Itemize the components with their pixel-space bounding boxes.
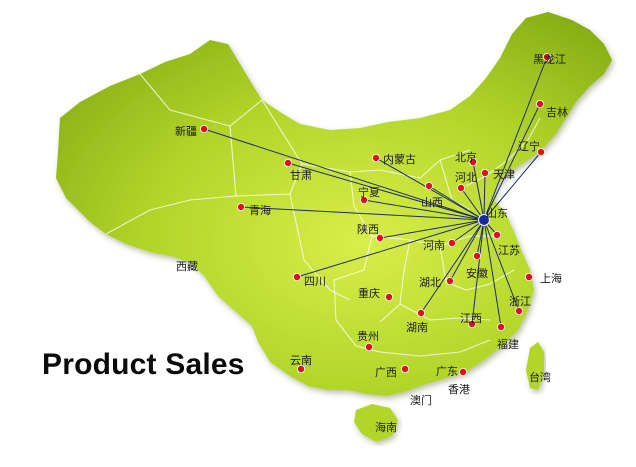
province-label: 安徽 [466,266,488,280]
city-marker[interactable] [400,364,409,373]
province-label: 澳门 [410,393,432,407]
province-label: 湖南 [406,321,428,334]
city-marker[interactable] [536,100,545,109]
province-label: 香港 [448,383,470,396]
city-marker[interactable] [424,181,433,190]
route-line [471,219,485,325]
hub-marker [478,214,490,226]
province-label: 吉林 [546,105,568,119]
taiwan-shape [526,342,544,390]
city-marker[interactable] [445,276,454,285]
province-label: 四川 [304,275,326,288]
city-marker[interactable] [364,342,373,351]
province-label: 辽宁 [518,139,540,153]
province-label: 新疆 [175,124,197,138]
city-marker[interactable] [480,168,489,177]
hub-label: 山东 [486,207,508,220]
province-label: 上海 [540,271,562,285]
sales-routes [203,56,548,328]
route-line [483,151,542,221]
route-line [460,187,485,221]
city-marker[interactable] [458,367,467,376]
route-line [483,219,502,328]
province-label: 湖北 [419,276,441,289]
province-label: 陕西 [357,222,379,236]
city-marker[interactable] [496,322,505,331]
province-label: 内蒙古 [383,152,416,166]
route-line [379,219,485,239]
city-marker[interactable] [467,319,476,328]
route-line [483,103,541,221]
city-marker[interactable] [236,202,245,211]
city-marker[interactable] [447,238,456,247]
route-line [203,128,485,221]
province-label: 浙江 [509,295,531,308]
province-label: 宁夏 [358,185,380,199]
province-label: 重庆 [358,286,380,300]
province-label: 江西 [460,312,482,325]
city-marker[interactable] [375,233,384,242]
city-marker[interactable] [456,183,465,192]
city-marker[interactable] [537,147,546,156]
city-marker[interactable] [292,272,301,281]
route-line [420,219,485,314]
province-label: 甘肃 [290,169,312,182]
province-label: 广东 [436,365,458,378]
province-label: 天津 [493,168,515,181]
province-borders [105,73,541,357]
route-line [451,219,485,244]
city-marker[interactable] [543,53,552,62]
city-marker[interactable] [371,153,380,162]
province-label: 山西 [421,196,443,209]
city-marker[interactable] [416,308,425,317]
route-line [483,56,548,221]
province-label: 青海 [249,203,271,217]
city-marker[interactable] [296,364,305,373]
hainan-shape [354,404,398,442]
city-marker[interactable] [515,306,524,315]
province-label: 江苏 [498,244,520,257]
province-label: 贵州 [357,330,379,343]
province-label: 云南 [290,354,312,367]
province-label: 北京 [455,150,477,164]
city-markers [199,53,552,376]
city-marker[interactable] [384,292,393,301]
route-line [483,172,486,221]
route-line [287,162,485,221]
city-marker[interactable] [468,157,477,166]
province-label: 台湾 [529,370,551,384]
province-label: 广西 [375,366,397,379]
route-line [296,219,485,278]
page-title: Product Sales [42,348,245,381]
mainland-shape [56,12,612,396]
province-label: 黑龙江 [533,53,566,66]
province-label: 海南 [375,420,397,434]
province-label: 河北 [455,171,477,184]
route-line [449,219,485,282]
route-line [363,199,485,221]
city-marker[interactable] [283,158,292,167]
route-line [483,219,520,312]
city-marker[interactable] [492,230,501,239]
province-label: 河南 [423,239,445,252]
route-line [472,161,485,221]
city-marker[interactable] [472,251,481,260]
route-line [240,206,485,221]
city-marker[interactable] [525,272,534,281]
city-marker[interactable] [359,195,368,204]
route-line [428,185,485,221]
province-label: 福建 [497,337,519,351]
province-label: 西藏 [176,260,198,273]
city-marker[interactable] [199,125,208,134]
